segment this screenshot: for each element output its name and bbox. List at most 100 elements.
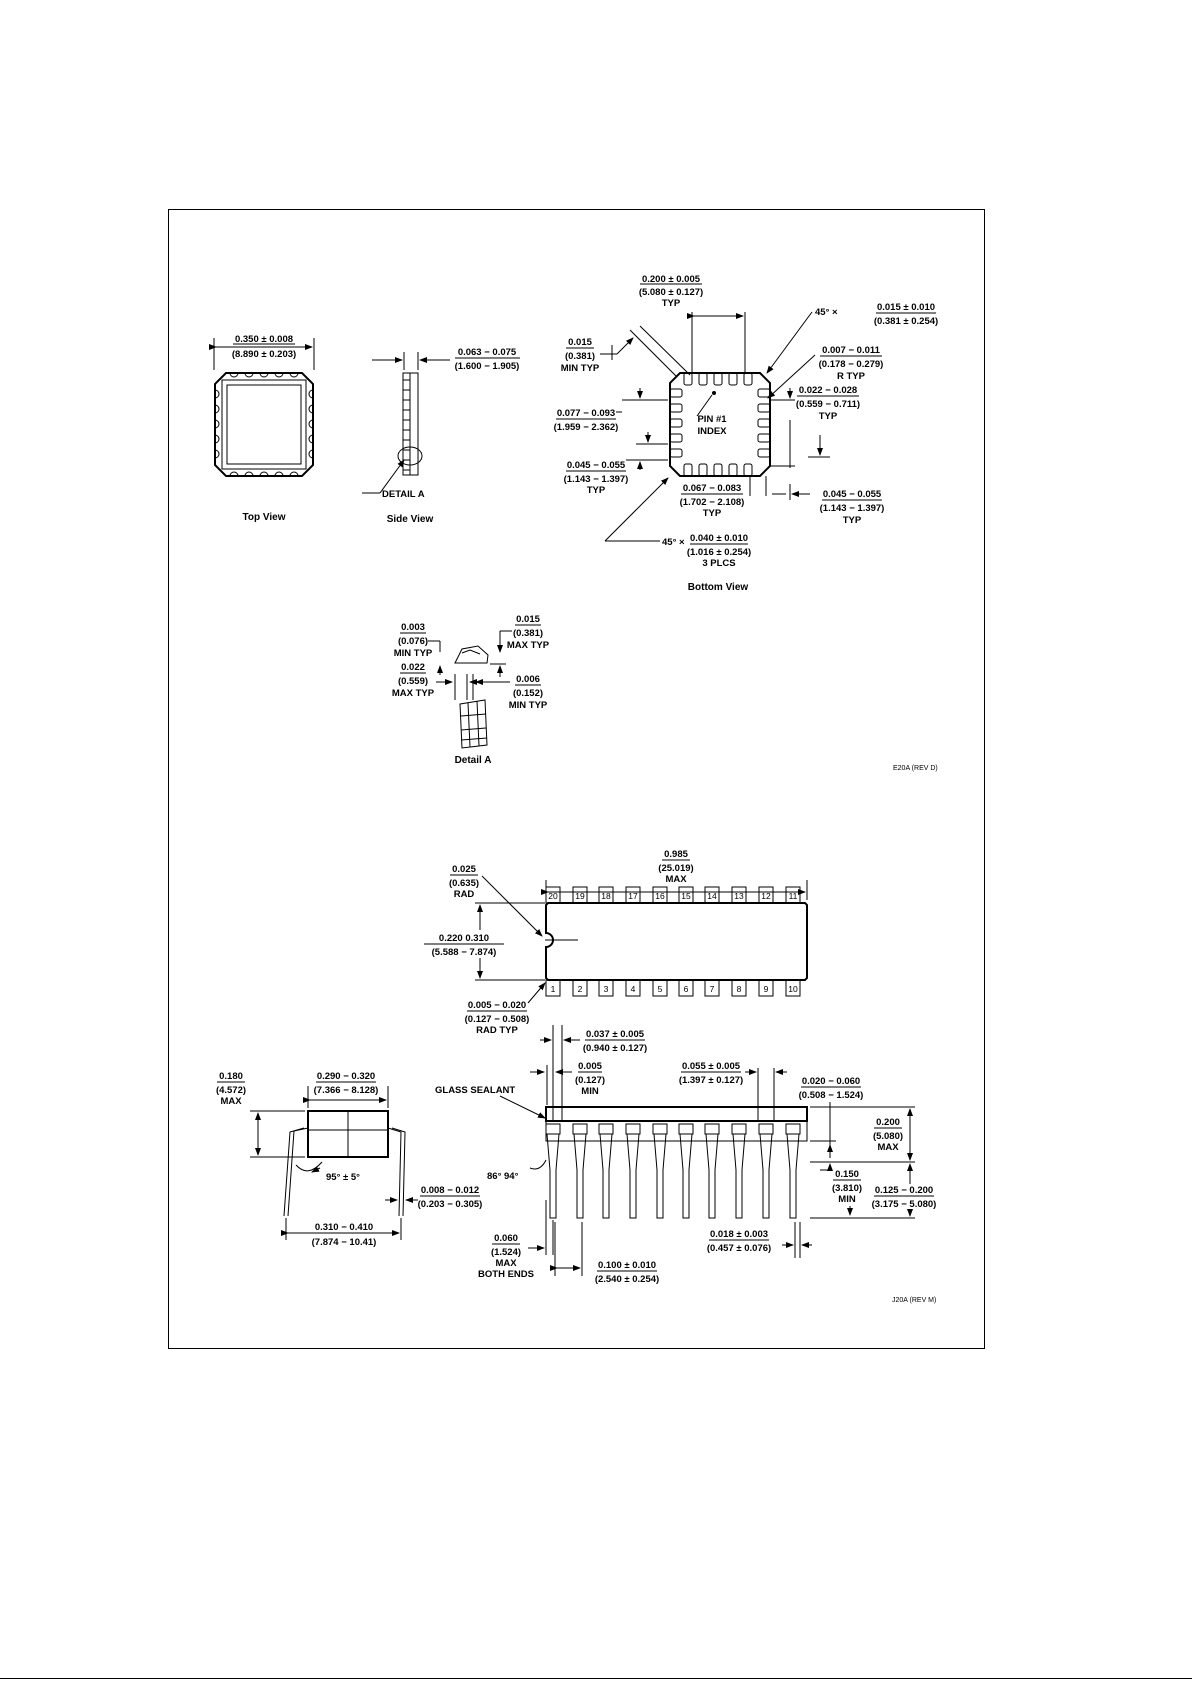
dim-text: 0.200: [876, 1117, 900, 1128]
dim-text: (0.178 − 0.279): [819, 359, 884, 370]
contact-pad: [669, 418, 683, 428]
lead: [759, 1133, 773, 1219]
lead: [573, 1133, 587, 1219]
dim-text: (0.508 − 1.524): [799, 1090, 864, 1101]
dim-text: 3 PLCS: [702, 558, 735, 569]
glass-sealant-label: GLASS SEALANT: [435, 1085, 515, 1096]
castellation: [289, 471, 299, 477]
detail-a-callout: DETAIL A: [382, 489, 425, 500]
dim-text: (1.959 − 2.362): [554, 422, 619, 433]
castellation: [214, 419, 220, 429]
dim-text: (0.076): [398, 636, 428, 647]
dim-text: (0.457 ± 0.076): [707, 1243, 771, 1254]
dim-text: 0.015 ± 0.010: [877, 302, 935, 313]
drawing-frame: [168, 209, 985, 1349]
dim-text: TYP: [843, 515, 862, 526]
castellation: [274, 372, 284, 378]
dim-text: 0.125 − 0.200: [875, 1185, 933, 1196]
dim-text: (1.600 − 1.905): [455, 361, 520, 372]
dim-text: MAX: [495, 1258, 517, 1269]
lead: [732, 1133, 746, 1219]
pin-number-label: 19: [575, 891, 585, 901]
lead-shoulder: [785, 1123, 801, 1135]
dim-text: 0.007 − 0.011: [822, 345, 881, 356]
contact-pad: [683, 372, 693, 386]
dim-text: MAX: [220, 1096, 242, 1107]
pin-number-label: 14: [707, 891, 717, 901]
dim-text: 0.015: [568, 337, 592, 348]
dim-text: (1.016 ± 0.254): [687, 547, 751, 558]
contact-pad: [669, 388, 683, 398]
dim-text: 0.045 − 0.055: [567, 460, 626, 471]
pin-number-label: 1: [551, 984, 556, 994]
dim-text: 0.003: [401, 622, 425, 633]
dim-text: (0.381): [565, 351, 595, 362]
dim-text: TYP: [819, 411, 838, 422]
dim-text: 0.005: [578, 1061, 602, 1072]
dim-text: (0.559 − 0.711): [796, 399, 860, 410]
e20a-top-view: 0.350 ± 0.008 (8.890 ± 0.203) Top View: [209, 334, 315, 523]
bottom-view-caption: Bottom View: [688, 582, 749, 593]
detail-a-caption: Detail A: [455, 755, 492, 766]
dim-text: (7.874 − 10.41): [312, 1237, 377, 1248]
dim-text: MIN TYP: [561, 363, 600, 374]
pin-number-label: 20: [548, 891, 558, 901]
contact-pad: [757, 418, 771, 428]
dim-text: 0.040 ± 0.010: [690, 533, 748, 544]
contact-pad: [728, 463, 738, 477]
e20a-revision: E20A (REV D): [893, 765, 938, 772]
pin-number-label: 3: [604, 984, 609, 994]
dim-text: 0.100 ± 0.010: [598, 1260, 656, 1271]
contact-pad: [757, 433, 771, 443]
dim-text: 0.350 ± 0.008: [235, 334, 293, 345]
pin-number-label: 17: [628, 891, 638, 901]
lead-shoulder: [704, 1123, 720, 1135]
dim-text: 0.150: [835, 1169, 859, 1180]
lead: [599, 1133, 613, 1219]
pin-number-label: 2: [578, 984, 583, 994]
contact-pad: [669, 403, 683, 413]
contact-pad: [683, 463, 693, 477]
pin-number-label: 8: [737, 984, 742, 994]
castellation: [308, 389, 314, 399]
dim-text: MAX TYP: [392, 688, 435, 699]
lead-shoulder: [625, 1123, 641, 1135]
j20a-front-view: GLASS SEALANT 86° 94° 0.037 ± 0.005 (0.9…: [435, 1025, 936, 1285]
pin-box: [598, 886, 614, 904]
pin-number-label: 11: [789, 891, 798, 901]
dim-text: MIN: [838, 1194, 856, 1205]
dim-text: (1.143 − 1.397): [564, 474, 629, 485]
pin-box: [678, 886, 694, 904]
dim-text: (8.890 ± 0.203): [232, 349, 296, 360]
dim-text: (3.175 − 5.080): [872, 1199, 937, 1210]
lead-shoulder: [652, 1123, 668, 1135]
dim-text: MIN: [581, 1086, 599, 1097]
castellation: [274, 471, 284, 477]
dim-text: MAX: [877, 1142, 899, 1153]
dim-text: 86° 94°: [487, 1171, 519, 1182]
dim-text: 0.037 ± 0.005: [586, 1029, 645, 1040]
dim-text: 0.020 − 0.060: [802, 1076, 860, 1087]
pin-box: [572, 886, 588, 904]
dim-text: (25.019): [658, 863, 693, 874]
side-view-caption: Side View: [387, 514, 434, 525]
pin-box: [758, 979, 774, 997]
castellation: [214, 434, 220, 444]
pin1-index-label: PIN #1: [697, 414, 727, 425]
dim-text: 0.022 − 0.028: [799, 385, 857, 396]
contact-pad: [698, 372, 708, 386]
castellation: [308, 449, 314, 459]
dim-text: (0.127 − 0.508): [465, 1014, 530, 1025]
contact-pad: [743, 372, 753, 386]
pin-box: [785, 979, 801, 997]
dim-text: (0.127): [575, 1075, 605, 1086]
dim-text: 0.022: [401, 662, 425, 673]
lead-shoulder: [545, 1123, 561, 1135]
lead: [786, 1133, 800, 1219]
castellation: [308, 434, 314, 444]
dim-text: 0.008 − 0.012: [421, 1185, 479, 1196]
pin-box: [731, 886, 747, 904]
contact-pad: [713, 463, 723, 477]
dim-text: 0.180: [219, 1071, 243, 1082]
dim-text: TYP: [662, 298, 681, 309]
